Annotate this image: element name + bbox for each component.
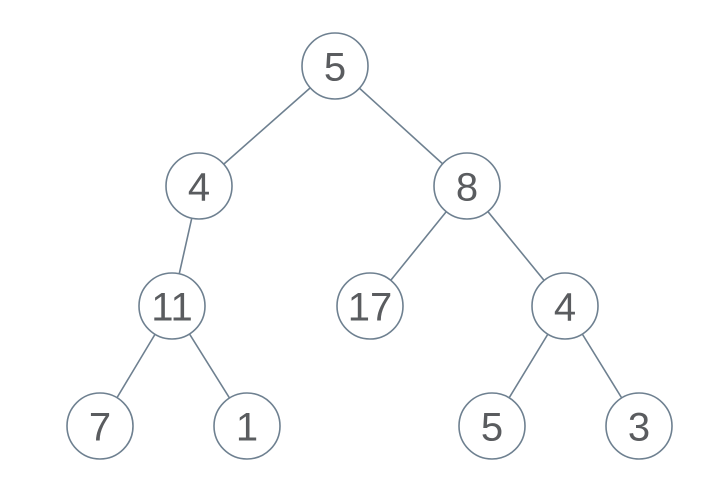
tree-node-circle	[531, 272, 599, 340]
tree-node-label: 7	[89, 406, 111, 450]
tree-node-circle	[336, 272, 404, 340]
tree-node: 11	[138, 272, 206, 340]
tree-node-label: 5	[481, 406, 503, 450]
tree-node-circle	[433, 152, 501, 220]
tree-node: 5	[301, 32, 369, 100]
tree-node: 3	[605, 392, 673, 460]
tree-node-circle	[605, 392, 673, 460]
tree-node: 7	[66, 392, 134, 460]
tree-node: 17	[336, 272, 404, 340]
tree-node-label: 17	[348, 286, 393, 330]
tree-node-circle	[66, 392, 134, 460]
tree-node-label: 4	[188, 166, 210, 210]
tree-node: 4	[531, 272, 599, 340]
tree-node: 4	[165, 152, 233, 220]
tree-node-circle	[138, 272, 206, 340]
tree-node-label: 4	[554, 286, 576, 330]
tree-node-circle	[213, 392, 281, 460]
tree-node-label: 1	[236, 406, 258, 450]
tree-node: 1	[213, 392, 281, 460]
tree-node-label: 3	[628, 406, 650, 450]
tree-node-circle	[301, 32, 369, 100]
tree-node: 5	[458, 392, 526, 460]
tree-node-label: 5	[324, 46, 346, 90]
tree-node-label: 8	[456, 166, 478, 210]
tree-node: 8	[433, 152, 501, 220]
tree-node-label: 11	[151, 286, 193, 330]
tree-node-circle	[165, 152, 233, 220]
tree-node-circle	[458, 392, 526, 460]
